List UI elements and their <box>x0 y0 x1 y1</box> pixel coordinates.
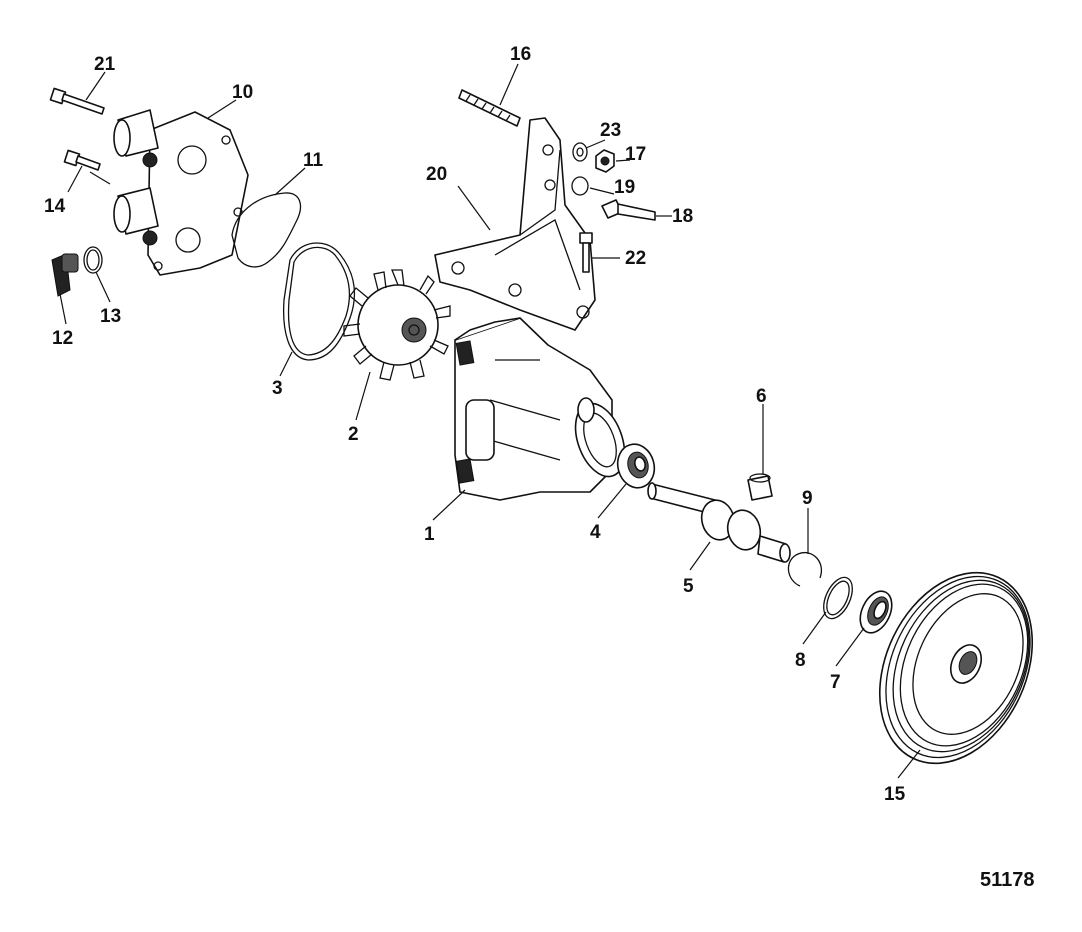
callout-6: 6 <box>756 386 767 407</box>
callout-13: 13 <box>100 306 121 327</box>
part-14-bolt <box>63 149 101 171</box>
part-12-plug <box>51 253 79 297</box>
callout-3: 3 <box>272 378 283 399</box>
callout-labels: 21 10 14 11 12 13 3 2 1 16 23 17 20 19 1… <box>44 44 906 805</box>
callout-4: 4 <box>590 522 601 543</box>
part-20-bracket <box>434 117 596 331</box>
part-13-oring <box>83 246 103 274</box>
callout-15: 15 <box>884 784 906 805</box>
callout-5: 5 <box>683 576 694 597</box>
part-10-cover <box>113 109 249 276</box>
part-9-snapring <box>787 552 823 587</box>
callout-21: 21 <box>94 54 116 75</box>
callout-22: 22 <box>625 248 646 269</box>
part-2-impeller <box>343 269 451 381</box>
part-15-pulley <box>878 571 1034 765</box>
callout-20: 20 <box>426 164 447 185</box>
callout-7: 7 <box>830 672 841 693</box>
part-3-gasket <box>282 242 356 361</box>
part-7-seal <box>859 590 893 634</box>
callout-14: 14 <box>44 196 66 217</box>
callout-11: 11 <box>303 150 324 171</box>
part-5-shaft <box>647 482 791 563</box>
callout-12: 12 <box>52 328 73 349</box>
part-8-ring <box>823 576 853 620</box>
part-1-housing <box>454 317 626 501</box>
part-21-bolt <box>49 87 105 115</box>
callout-10: 10 <box>232 82 253 103</box>
part-16-stud <box>458 89 521 127</box>
callout-17: 17 <box>625 144 646 165</box>
part-19-washer <box>571 176 589 196</box>
callout-23: 23 <box>600 120 621 141</box>
part-22-bolt <box>579 232 593 273</box>
callout-9: 9 <box>802 488 813 509</box>
part-17-nut <box>595 149 615 173</box>
callout-2: 2 <box>348 424 359 445</box>
part-23-washer <box>572 142 588 162</box>
callout-8: 8 <box>795 650 806 671</box>
part-11-gasket <box>231 192 302 268</box>
part-4-seal <box>616 443 656 489</box>
callout-1: 1 <box>424 524 435 545</box>
callout-19: 19 <box>614 177 635 198</box>
leader-lines <box>59 63 921 779</box>
part-6-bushing <box>747 473 773 501</box>
part-18-bolt <box>601 199 656 221</box>
figure-id: 51178 <box>980 869 1035 891</box>
callout-16: 16 <box>510 44 531 65</box>
callout-18: 18 <box>672 206 693 227</box>
